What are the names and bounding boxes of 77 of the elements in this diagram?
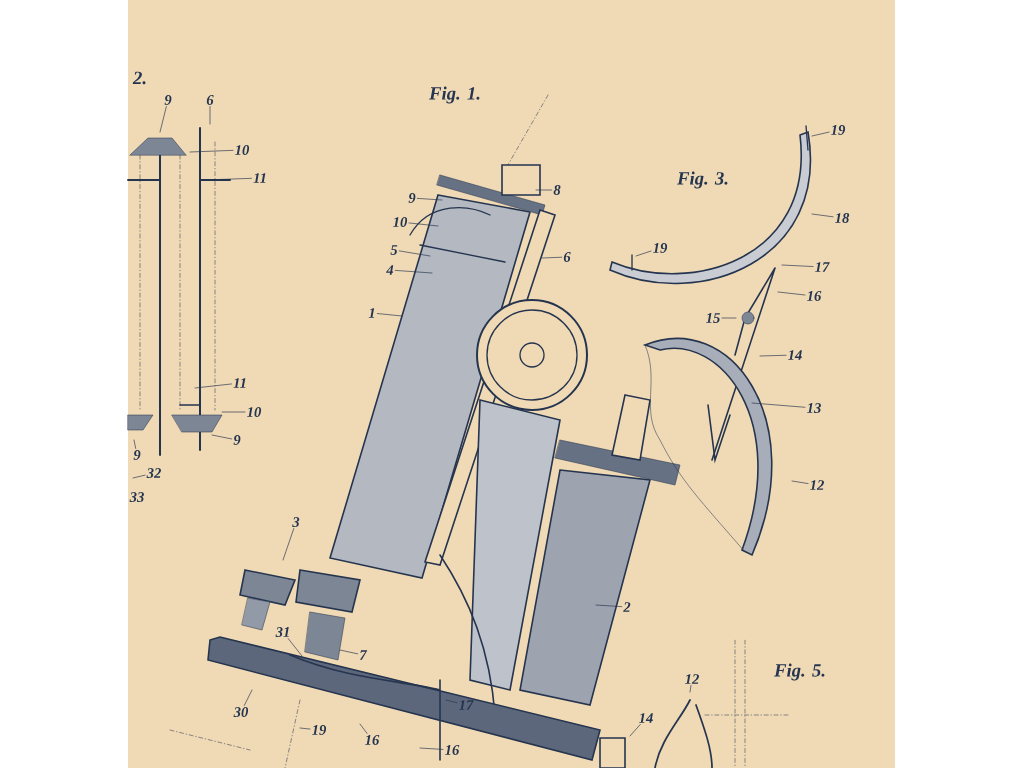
leader-line (535, 189, 553, 191)
leader-line (211, 434, 233, 440)
callout-number: 9 (164, 95, 172, 105)
leader-line (721, 317, 737, 319)
callout-number: 6 (563, 252, 571, 262)
leader-line (759, 354, 787, 357)
leader-line (629, 724, 641, 737)
leader-line (287, 638, 303, 657)
callout-number: 5 (390, 245, 398, 255)
leader-line (419, 747, 444, 750)
leader-line (811, 213, 834, 218)
callout-number: 32 (146, 468, 161, 478)
leader-line (209, 106, 211, 125)
callout-number: 2 (623, 602, 631, 612)
leader-line (282, 528, 295, 561)
leader-line (299, 727, 311, 730)
callout-number: 12 (685, 674, 699, 684)
leader-line (445, 699, 458, 704)
leader-line (133, 439, 137, 449)
callout-number: 18 (835, 213, 850, 223)
callout-number: 33 (129, 492, 144, 502)
leader-line (777, 291, 806, 296)
callout-number: 9 (233, 435, 241, 445)
leader-line (359, 723, 368, 734)
callout-number: 16 (365, 735, 380, 745)
callout-number: 19 (653, 243, 668, 253)
callout-number: 6 (206, 95, 214, 105)
leader-line (791, 480, 809, 484)
callout-number: 11 (233, 378, 246, 388)
callout-number: 16 (445, 745, 460, 755)
callout-number: 15 (706, 313, 720, 323)
leader-line (132, 474, 146, 479)
callout-number: 11 (253, 173, 266, 183)
callout-number: 10 (393, 217, 408, 227)
leader-line (394, 270, 433, 274)
leader-line (243, 689, 253, 706)
callout-number: 17 (459, 700, 474, 710)
callout-number: 14 (788, 350, 802, 360)
leader-line (376, 313, 403, 317)
leader-line (689, 685, 692, 693)
leader-line (595, 604, 623, 607)
leader-line (635, 250, 652, 257)
leader-line (751, 402, 806, 408)
callout-number: 10 (235, 145, 250, 155)
leader-line (204, 178, 252, 181)
callout-number: 17 (815, 262, 830, 272)
callout-number: 7 (359, 650, 368, 660)
callout-number: 10 (247, 407, 262, 417)
leader-line (159, 106, 167, 133)
figure-label: Fig. 5. (774, 663, 825, 681)
figure-label: Fig. 3. (677, 171, 728, 189)
figure-label: 2. (132, 71, 146, 85)
figure-label: Fig. 1. (429, 86, 480, 104)
leader-line (781, 264, 814, 267)
callout-number: 9 (408, 193, 416, 203)
callout-number: 1 (368, 308, 375, 318)
callout-number: 30 (233, 707, 249, 717)
leader-line (189, 150, 234, 153)
leader-line (811, 131, 830, 137)
callout-number: 13 (807, 403, 821, 413)
callout-number: 9 (133, 450, 141, 460)
leader-line (541, 256, 563, 259)
callout-number: 8 (553, 185, 561, 195)
callout-number: 3 (292, 517, 300, 527)
callout-number: 12 (810, 480, 824, 490)
callout-number: 31 (275, 627, 289, 637)
leader-line (408, 222, 439, 227)
callout-number: 14 (639, 713, 653, 723)
leader-line (416, 198, 443, 201)
callout-number: 19 (831, 125, 846, 135)
leader-line (398, 250, 431, 257)
leader-line (339, 649, 359, 655)
callout-number: 19 (312, 725, 327, 735)
leader-line (221, 411, 246, 413)
callout-number: 16 (807, 291, 822, 301)
callout-number: 4 (386, 265, 394, 275)
leader-line (194, 383, 232, 389)
